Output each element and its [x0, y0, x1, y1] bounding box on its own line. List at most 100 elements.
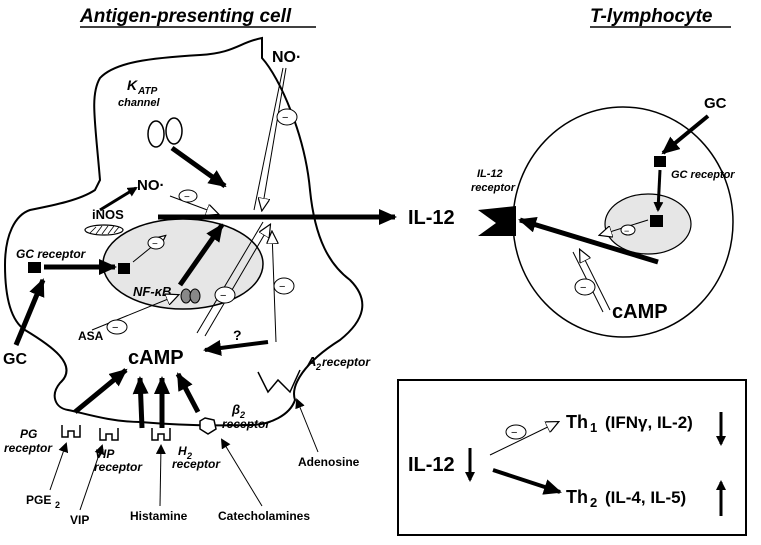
- tcell-gc-label: GC: [704, 95, 727, 112]
- inhibit-sign-icon: [574, 278, 596, 296]
- adenosine-arrow: [295, 398, 319, 453]
- pg-receptor-icon: [61, 425, 81, 438]
- inhibit-sign-label: −: [624, 226, 629, 236]
- asa-label: ASA: [78, 329, 104, 343]
- tcell-gc-receptor-nucleus-icon: [650, 215, 663, 227]
- no-top-open-arrow: [262, 67, 287, 210]
- th-balance-box: [397, 379, 747, 536]
- inhibit-sign-icon: [620, 224, 636, 236]
- camp-inhibits-il12-open-arrow-edge: [196, 221, 264, 334]
- vip-label: VIP: [70, 513, 89, 527]
- beta2-receptor-label-sub: 2: [239, 410, 245, 420]
- th2-label-th: Th: [566, 487, 588, 507]
- inhibit-sign-icon: [147, 236, 165, 250]
- asa-inhibits-nfkb-open-arrow: [91, 295, 178, 331]
- camp-inhibits-il12-open-arrow: [204, 225, 270, 337]
- katp-channel-left-icon: [147, 120, 165, 148]
- inhibit-sign-icon: [505, 424, 527, 440]
- il12-main-label: IL-12: [408, 207, 455, 229]
- tcell-nucleus: [604, 193, 692, 255]
- no-top-label: NO·: [272, 49, 301, 66]
- inos-hatch-icon: [89, 225, 120, 235]
- a2-to-camp-arrow: [203, 340, 269, 356]
- histamine-label: Histamine: [130, 509, 188, 523]
- inhibit-sign-icon: [214, 286, 236, 304]
- vip-arrow: [79, 444, 105, 511]
- katp-to-il12-arrow: [170, 145, 227, 189]
- pge2-label-sub: 2: [55, 500, 60, 510]
- a2-receptor-label-a: A: [306, 354, 316, 369]
- inhibit-sign-label: −: [112, 322, 118, 334]
- vip-receptor-to-camp-arrow: [132, 376, 149, 429]
- vip-receptor-icon: [99, 428, 119, 441]
- h2-receptor-label-h: H: [178, 444, 187, 458]
- catecholamines-label: Catecholamines: [218, 509, 310, 523]
- th2-label-cytokines: (IL-4, IL-5): [605, 488, 686, 507]
- tcell-camp-inhibit-open-arrow: [580, 250, 611, 311]
- apc-gc-receptor-label: GC receptor: [16, 247, 87, 261]
- inhibit-sign-icon: [178, 189, 198, 203]
- tcell-gc-translocation-arrow: [653, 169, 664, 212]
- gc-to-receptor-arrow: [13, 278, 46, 346]
- no-top-open-arrow-edge: [253, 67, 284, 211]
- pg-receptor-to-camp-arrow: [73, 368, 128, 414]
- inos-to-no-arrow: [99, 186, 138, 212]
- katp-label-channel: channel: [118, 97, 161, 109]
- apc-gc-receptor-nucleus-icon: [118, 263, 130, 274]
- h2-receptor-icon: [151, 428, 171, 441]
- vip-receptor-label-line2: receptor: [94, 460, 143, 474]
- nfkb-to-il12-arrow: [177, 223, 225, 287]
- tcell-title: T-lymphocyte: [590, 6, 713, 27]
- inhibit-sign-icon: [276, 108, 298, 126]
- pge2-arrow: [49, 442, 69, 491]
- nfkb-label: NF-κB: [133, 284, 171, 299]
- katp-label-k: K: [127, 77, 138, 93]
- tcell-camp-label: cAMP: [612, 301, 668, 323]
- a2-question-label: ?: [233, 327, 242, 343]
- inhibit-sign-label: −: [279, 281, 285, 293]
- pge2-label: PGE: [26, 493, 51, 507]
- il12-receptor-label-line1: IL-12: [477, 168, 503, 180]
- no-inhibits-il12-open-arrow: [169, 195, 218, 214]
- a2-receptor-icon: [257, 369, 301, 394]
- apc-title: Antigen-presenting cell: [79, 6, 292, 27]
- inhibit-sign-label: −: [580, 282, 586, 294]
- tcell-il12-signal-arrow: [518, 217, 659, 265]
- katp-channel-right-icon: [165, 117, 183, 145]
- inos-label: iNOS: [92, 207, 124, 222]
- inhibit-sign-icon: [106, 319, 128, 335]
- il12-receptor-icon: [478, 206, 516, 236]
- th1-label-sub: 1: [590, 420, 597, 435]
- inhibit-sign-label: −: [184, 192, 190, 203]
- tcell-gc-receptor-label: GC receptor: [671, 169, 735, 181]
- inhibit-sign-label: −: [282, 112, 288, 124]
- pg-receptor-label-line2: receptor: [4, 441, 53, 455]
- nfkb-subunit-icon: [189, 288, 201, 304]
- inhibit-sign-icon: [273, 277, 295, 295]
- apc-camp-label: cAMP: [128, 347, 184, 369]
- h2-receptor-label-receptor: receptor: [172, 457, 221, 471]
- pg-receptor-label-line1: PG: [20, 427, 37, 441]
- il12-to-th1-open-arrow: [489, 422, 558, 456]
- a2-receptor-label-sub: 2: [315, 362, 321, 372]
- th1-label-cytokines: (IFNγ, IL-2): [605, 413, 693, 432]
- beta2-receptor-to-camp-arrow: [175, 372, 201, 414]
- beta2-receptor-icon: [199, 417, 217, 435]
- inhibit-sign-label: −: [152, 239, 158, 250]
- th1-label-th: Th: [566, 412, 588, 432]
- apc-gc-receptor-icon: [28, 262, 41, 273]
- tcell-gc-receptor-icon: [654, 156, 666, 167]
- box-il12-label: IL-12: [408, 454, 455, 476]
- catecholamines-arrow: [220, 438, 263, 507]
- beta2-receptor-label-b: β: [231, 402, 240, 417]
- katp-label-sub: ATP: [137, 86, 158, 97]
- a2-receptor-label-receptor: receptor: [322, 355, 371, 369]
- inhibit-sign-label: −: [220, 290, 226, 302]
- il12-to-th2-arrow: [492, 468, 562, 495]
- il12-receptor-label-line2: receptor: [471, 182, 516, 194]
- no-inner-label: NO·: [137, 177, 165, 194]
- histamine-arrow: [155, 444, 166, 507]
- beta2-receptor-label-receptor: receptor: [222, 417, 271, 431]
- apc-gc-label: GC: [3, 351, 27, 368]
